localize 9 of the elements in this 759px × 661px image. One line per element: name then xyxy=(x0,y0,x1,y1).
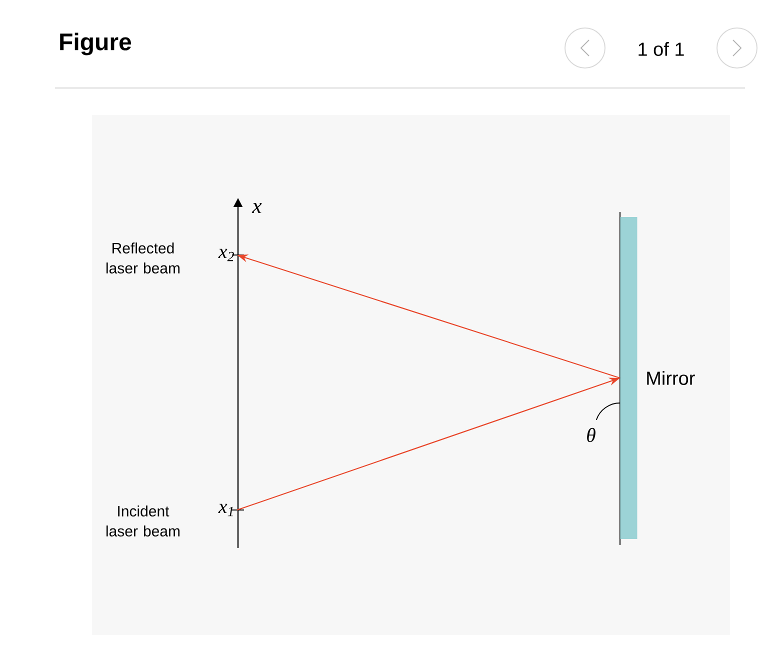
angle-label: θ xyxy=(587,428,596,442)
beam-label: Incident laser beam xyxy=(106,506,180,536)
axis-mark: x$_{1}$ xyxy=(218,504,233,516)
heading: Figure xyxy=(60,32,132,56)
axis-label: x xyxy=(252,202,262,214)
beam-label: Reflected laser beam xyxy=(106,242,180,274)
node-label: Mirror xyxy=(647,371,695,385)
mirror: Mirror xyxy=(620,217,695,539)
page-counter: 1 of 1 xyxy=(638,42,684,56)
